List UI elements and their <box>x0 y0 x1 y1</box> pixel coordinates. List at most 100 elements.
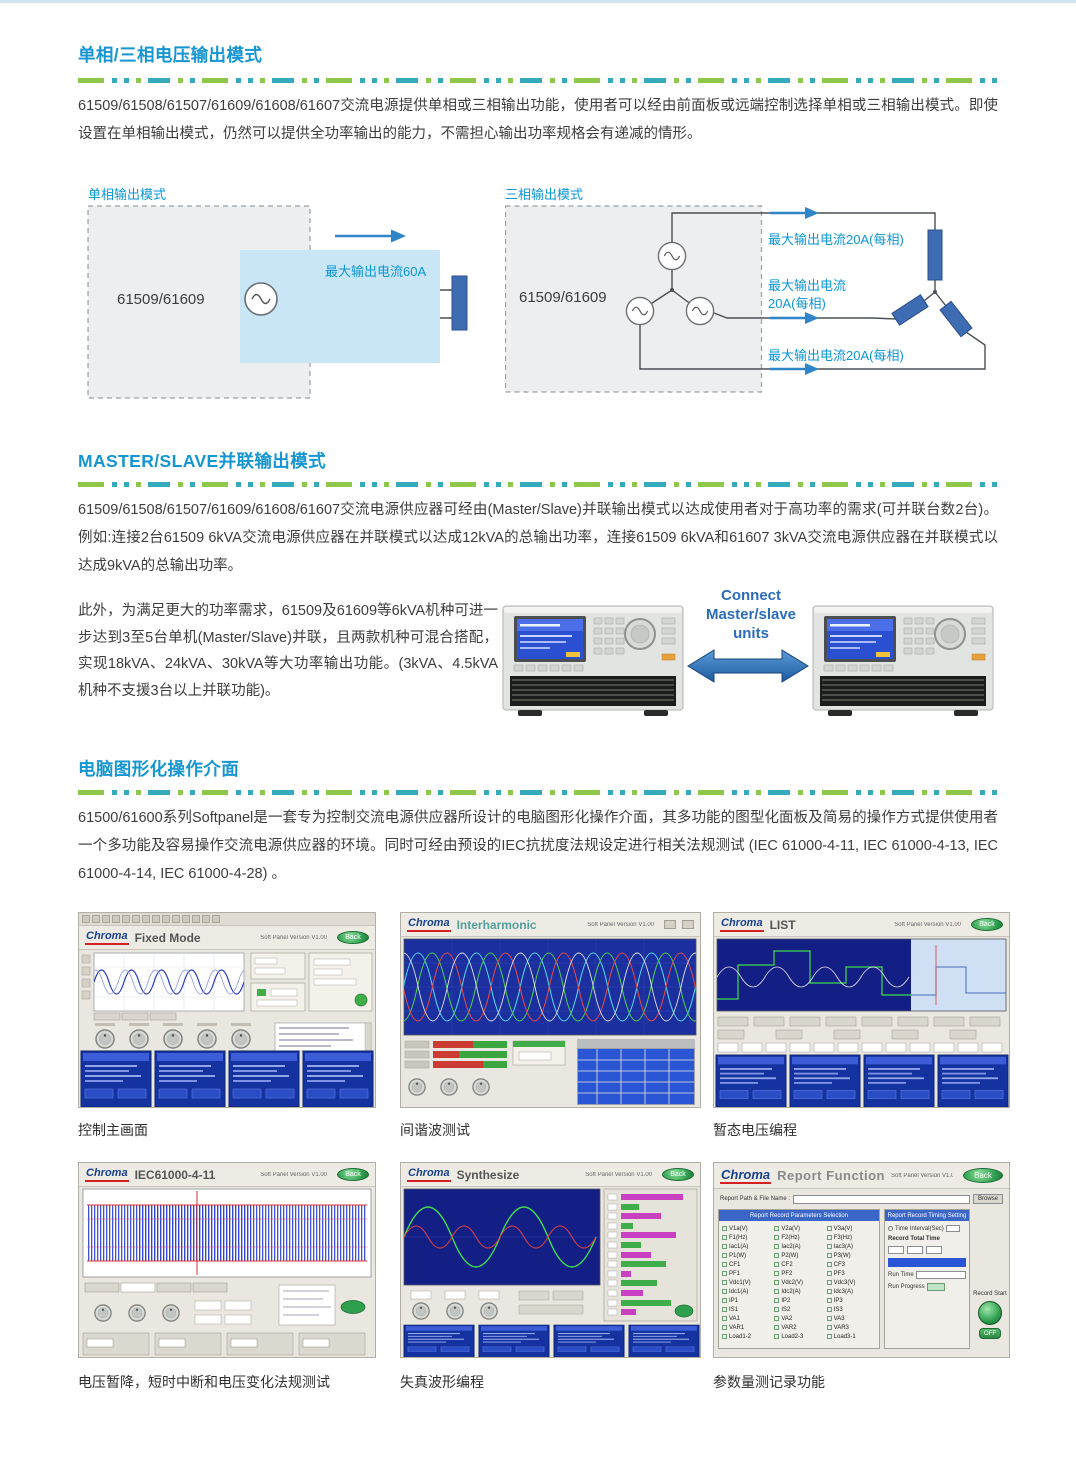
measurement-panel <box>553 1324 625 1357</box>
max-current-label-mid1: 最大输出电流 <box>768 278 846 293</box>
sweep-progress-meters <box>404 1040 507 1069</box>
knob-icon <box>231 1029 251 1049</box>
knob-icon <box>408 1078 426 1096</box>
chroma-logo: Chroma <box>407 917 451 932</box>
device-label: 61509/61609 <box>117 291 205 308</box>
ac-source-icon <box>657 241 687 271</box>
section2-title: MASTER/SLAVE并联输出模式 <box>78 451 326 471</box>
step-waveform <box>717 950 911 1000</box>
knob-icon <box>128 1304 146 1322</box>
option-boxes <box>518 1290 584 1315</box>
measurement-panel <box>80 1050 152 1107</box>
load-resistor <box>891 294 929 326</box>
back-button: Back <box>337 1168 369 1181</box>
progress-strip <box>888 1258 966 1267</box>
value-fields <box>410 1290 500 1300</box>
screenshot-list: Chroma LIST Soft Panel Version V1.00 Bac… <box>713 912 1010 1108</box>
synthesized-waveforms <box>404 1206 597 1268</box>
limit-lines <box>87 1204 367 1262</box>
record-off-button: OFF <box>979 1328 1001 1339</box>
screenshot-interharmonic: Chroma Interharmonic Soft Panel Version … <box>400 912 701 1108</box>
master-instrument-photo <box>502 605 684 717</box>
neutral-node <box>670 288 674 292</box>
value-fields <box>194 1300 252 1325</box>
knob-icon <box>440 1078 458 1096</box>
interval-radio <box>888 1226 893 1231</box>
back-button: Back <box>337 931 369 944</box>
section2-body2: 此外，为满足更大的功率需求，61509及61609等6kVA机种可进一步达到3至… <box>78 603 498 699</box>
interharmonic-body <box>403 938 697 1105</box>
run-progress-value <box>926 1283 945 1291</box>
chroma-logo: Chroma <box>407 1167 451 1182</box>
harmonic-editor <box>603 1188 698 1322</box>
section2-separator <box>78 482 998 487</box>
header-button <box>664 920 676 929</box>
soft-panel-version-label: Soft Panel Version V1.00 <box>260 934 327 941</box>
shot-title: Synthesize <box>456 1167 520 1182</box>
knob-icon <box>94 1304 112 1322</box>
chroma-logo: Chroma <box>85 1167 129 1182</box>
synthesize-body <box>403 1188 700 1357</box>
screenshot-fixed-mode: Chroma Fixed Mode Soft Panel Version V1.… <box>78 912 376 1108</box>
iec-body <box>82 1188 372 1356</box>
section1-body: 61509/61508/61507/61609/61608/61607交流电源提… <box>78 98 998 142</box>
measurement-panel <box>228 1050 300 1107</box>
knob-icon <box>446 1302 464 1320</box>
chroma-logo: Chroma <box>85 930 129 945</box>
knob-icon <box>197 1029 217 1049</box>
load-node <box>933 290 937 294</box>
measurement-panel <box>937 1054 1009 1107</box>
instrument-front-panel <box>812 605 994 717</box>
load-resistor <box>939 300 973 338</box>
shot-header: Chroma LIST Soft Panel Version V1.00 Bac… <box>714 913 1009 937</box>
ac-source-icon <box>625 296 655 326</box>
record-total-time-label: Record Total Time <box>888 1236 940 1242</box>
back-button: Back <box>662 1168 694 1181</box>
timing-header: Report Record Timing Setting <box>885 1210 969 1221</box>
connect-master-slave-label: Connect Master/slave units <box>705 587 797 642</box>
max-current-label-bottom: 最大输出电流20A(每相) <box>768 348 904 363</box>
soft-panel-version-label: Soft Panel Version V1.00 <box>587 921 654 928</box>
load-resistor <box>927 229 943 281</box>
shot-title: Interharmonic <box>456 917 537 932</box>
knob-icon <box>480 1302 498 1320</box>
phase-arrow-icons <box>770 207 819 375</box>
list-controls <box>717 1016 1001 1040</box>
screenshot-synthesize: Chroma Synthesize Soft Panel Version V1.… <box>400 1162 701 1358</box>
harmonics-table <box>577 1039 695 1105</box>
ac-source-icon <box>244 282 278 316</box>
soft-panel-version-label: Soft Panel Version V1.00 <box>585 1171 652 1178</box>
bottom-modules <box>82 1332 366 1356</box>
section3-body: 61500/61600系列Softpanel是一套专为控制交流电源供应器所设计的… <box>78 810 998 882</box>
shot-header: Chroma Report Function Soft Panel Versio… <box>714 1163 1009 1189</box>
side-buttons <box>81 954 91 1000</box>
knob-labels <box>95 1023 251 1026</box>
instrument-front-panel <box>502 605 684 717</box>
screenshot-report-function: Chroma Report Function Soft Panel Versio… <box>713 1162 1010 1358</box>
caption-list: 暂态电压编程 <box>713 1122 797 1138</box>
section1-title: 单相/三相电压输出模式 <box>78 45 263 65</box>
knob-icon <box>412 1302 430 1320</box>
slave-instrument-photo <box>812 605 994 717</box>
knob-icon <box>129 1029 149 1049</box>
list-body <box>715 938 1009 1107</box>
sequence-cells <box>717 1042 1003 1053</box>
single-phase-mode-label: 单相输出模式 <box>88 187 167 202</box>
coupling-controls <box>250 952 373 1012</box>
run-time-value <box>915 1271 966 1279</box>
three-phase-mode-label: 三相输出模式 <box>505 187 584 202</box>
measurement-panel <box>403 1324 475 1357</box>
interval-input <box>945 1225 960 1232</box>
waveform-display-light <box>911 939 1006 1011</box>
soft-panel-version-label: Soft Panel Version V1.00 <box>894 921 961 928</box>
measurement-panel <box>715 1054 787 1107</box>
chroma-logo: Chroma <box>720 917 764 932</box>
toolbar <box>79 913 375 926</box>
header-button <box>682 920 694 929</box>
voltage-range-control <box>512 1040 566 1066</box>
caption-interharmonic: 间谐波测试 <box>400 1122 470 1138</box>
shot-header: Chroma Synthesize Soft Panel Version V1.… <box>401 1163 700 1187</box>
load-wires <box>440 289 452 319</box>
back-button: Back <box>963 1168 1003 1183</box>
